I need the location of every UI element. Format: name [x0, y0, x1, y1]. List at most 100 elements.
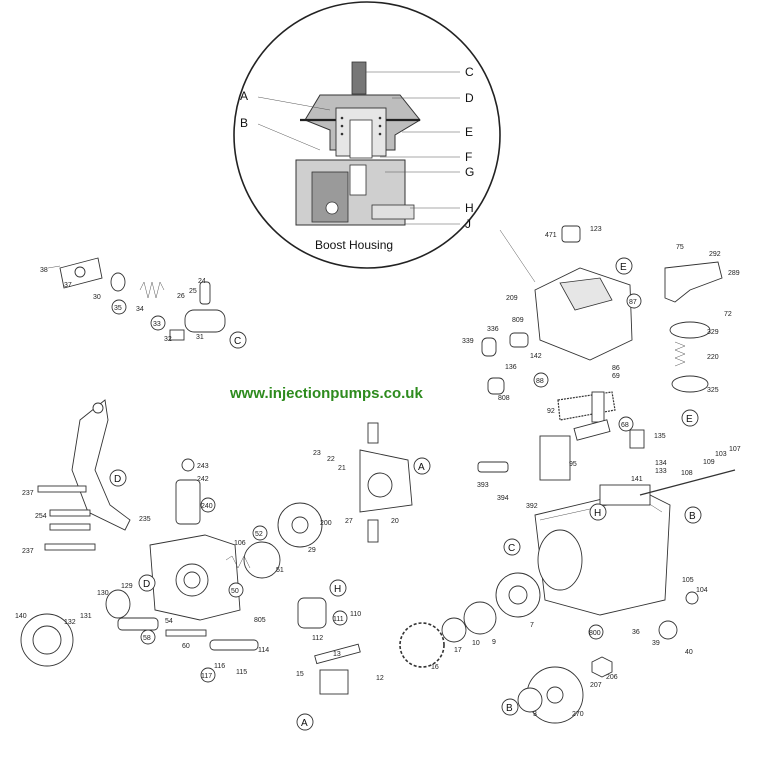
callout-c-right: C — [503, 538, 521, 556]
svg-text:325: 325 — [707, 387, 719, 394]
svg-text:15: 15 — [296, 671, 304, 678]
svg-text:131: 131 — [80, 613, 92, 620]
svg-text:21: 21 — [338, 465, 346, 472]
svg-text:37: 37 — [64, 282, 72, 289]
svg-text:104: 104 — [696, 587, 708, 594]
svg-text:A: A — [418, 462, 425, 473]
svg-text:336: 336 — [487, 326, 499, 333]
boost-housing-inset: A B C D E F G H J Boost Housing — [233, 1, 536, 283]
svg-text:105: 105 — [682, 577, 694, 584]
svg-text:H: H — [594, 508, 601, 519]
svg-text:C: C — [234, 336, 241, 347]
svg-text:133: 133 — [655, 468, 667, 475]
svg-text:95: 95 — [569, 461, 577, 468]
svg-text:23: 23 — [313, 450, 321, 457]
svg-text:123: 123 — [590, 226, 602, 233]
svg-text:60: 60 — [182, 643, 190, 650]
svg-text:25: 25 — [189, 288, 197, 295]
svg-text:30: 30 — [93, 294, 101, 301]
svg-text:242: 242 — [197, 476, 209, 483]
svg-text:289: 289 — [728, 270, 740, 277]
svg-text:22: 22 — [327, 456, 335, 463]
svg-text:393: 393 — [477, 482, 489, 489]
boost-housing-drawing — [295, 61, 421, 226]
callout-d-left: D — [109, 469, 127, 487]
boost-unit — [481, 225, 723, 441]
svg-text:107: 107 — [729, 446, 741, 453]
website-url: www.injectionpumps.co.uk — [229, 385, 423, 402]
svg-text:392: 392 — [526, 503, 538, 510]
svg-text:329: 329 — [707, 329, 719, 336]
svg-text:292: 292 — [709, 251, 721, 258]
svg-text:471: 471 — [545, 232, 557, 239]
inset-letter-h: H — [465, 201, 474, 215]
svg-text:12: 12 — [376, 675, 384, 682]
svg-text:86: 86 — [612, 365, 620, 372]
svg-text:17: 17 — [454, 647, 462, 654]
svg-text:805: 805 — [254, 617, 266, 624]
svg-text:254: 254 — [35, 513, 47, 520]
svg-text:13: 13 — [333, 651, 341, 658]
svg-text:87: 87 — [629, 299, 637, 306]
svg-text:E: E — [686, 414, 693, 425]
svg-text:7: 7 — [530, 622, 534, 629]
svg-text:132: 132 — [64, 619, 76, 626]
svg-text:136: 136 — [505, 364, 517, 371]
svg-text:58: 58 — [143, 635, 151, 642]
svg-text:800: 800 — [589, 630, 601, 637]
svg-text:129: 129 — [121, 583, 133, 590]
inset-letter-j: J — [465, 217, 471, 231]
inset-letter-f: F — [465, 150, 472, 164]
svg-text:111: 111 — [333, 616, 344, 623]
callout-h-right: H — [589, 503, 607, 521]
svg-text:141: 141 — [631, 476, 643, 483]
svg-text:26: 26 — [177, 293, 185, 300]
pump-housing — [477, 429, 736, 724]
svg-text:134: 134 — [655, 460, 667, 467]
inset-letter-a: A — [240, 89, 248, 103]
inset-letter-b: B — [240, 116, 248, 130]
circled-part-numbers: 35 33 240 52 50 58 111 117 88 68 87 800 — [111, 293, 642, 683]
svg-text:D: D — [114, 474, 121, 485]
svg-text:38: 38 — [40, 267, 48, 274]
svg-text:34: 34 — [136, 306, 144, 313]
callout-c-left: C — [229, 331, 247, 349]
svg-text:32: 32 — [164, 336, 172, 343]
svg-text:235: 235 — [139, 516, 151, 523]
svg-text:220: 220 — [707, 354, 719, 361]
svg-text:237: 237 — [22, 490, 34, 497]
svg-text:9: 9 — [492, 639, 496, 646]
svg-text:35: 35 — [114, 305, 122, 312]
svg-text:E: E — [620, 262, 627, 273]
svg-text:50: 50 — [231, 588, 239, 595]
svg-text:51: 51 — [276, 567, 284, 574]
svg-text:36: 36 — [632, 629, 640, 636]
svg-text:75: 75 — [676, 244, 684, 251]
svg-text:29: 29 — [308, 547, 316, 554]
svg-text:3: 3 — [533, 711, 537, 718]
svg-text:68: 68 — [621, 422, 629, 429]
inset-letter-e: E — [465, 125, 473, 139]
svg-text:24: 24 — [198, 278, 206, 285]
callout-a-centre: A — [413, 457, 431, 475]
svg-text:200: 200 — [320, 520, 332, 527]
svg-text:C: C — [508, 543, 515, 554]
callout-b-bottom: B — [501, 698, 519, 716]
svg-text:394: 394 — [497, 495, 509, 502]
svg-text:72: 72 — [724, 311, 732, 318]
svg-text:130: 130 — [97, 590, 109, 597]
svg-text:237: 237 — [22, 548, 34, 555]
callout-e-right: E — [681, 409, 699, 427]
svg-text:109: 109 — [703, 459, 715, 466]
svg-text:112: 112 — [312, 635, 323, 642]
svg-text:52: 52 — [255, 531, 263, 538]
svg-text:207: 207 — [590, 682, 602, 689]
svg-text:115: 115 — [236, 669, 247, 676]
svg-text:116: 116 — [214, 663, 225, 670]
svg-text:114: 114 — [258, 647, 269, 654]
inset-title: Boost Housing — [315, 238, 393, 252]
svg-text:B: B — [689, 511, 696, 522]
cam-assembly — [277, 422, 541, 695]
svg-text:16: 16 — [431, 664, 439, 671]
